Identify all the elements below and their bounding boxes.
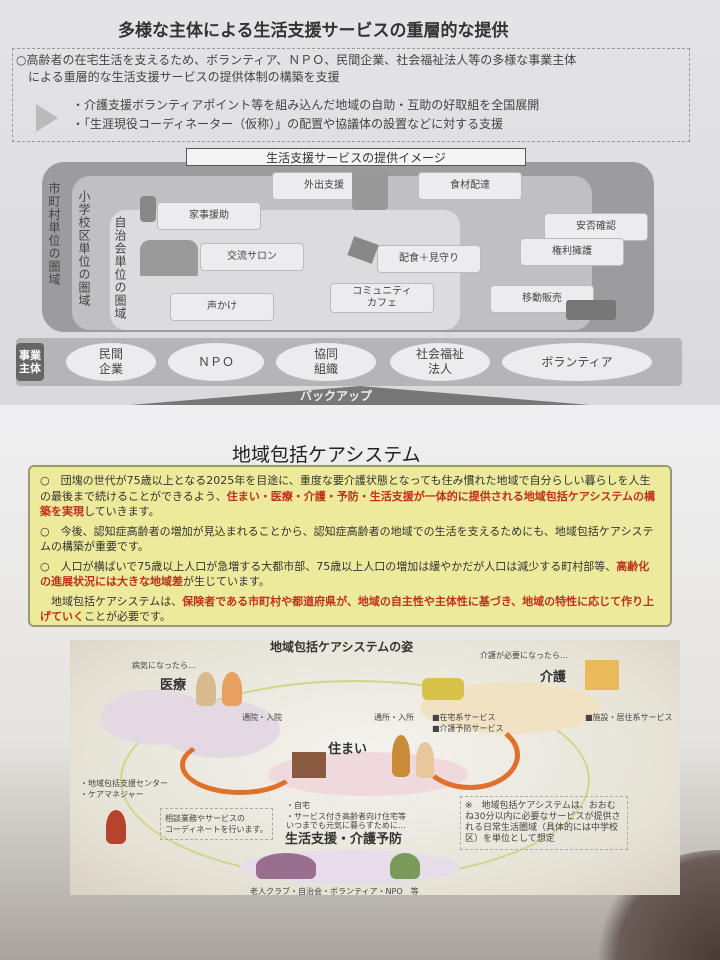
care-manager-illustration-icon bbox=[106, 810, 126, 844]
care-van-icon bbox=[422, 678, 464, 700]
community-people-illustration-icon bbox=[256, 853, 316, 879]
facility-services: ■施設・居住系サービス bbox=[585, 713, 673, 722]
actor-cooperative: 協同 組織 bbox=[276, 343, 376, 381]
backup-arrow bbox=[130, 386, 590, 405]
service-social-salon: 交流サロン bbox=[200, 243, 304, 271]
home-types: ・自宅 ・サービス付き高齢者向け住宅等 bbox=[286, 801, 406, 821]
diagram-title: 地域包括ケアシステムの姿 bbox=[270, 640, 414, 654]
bullet-2: ・「生涯現役コーディネーター（仮称）」の配置や協議体の設置などに対する支援 bbox=[72, 117, 504, 131]
service-rights-advocacy: 権利擁護 bbox=[520, 238, 624, 266]
care-heading: 介護 bbox=[540, 670, 567, 685]
paragraph-1: ○ 団塊の世代が75歳以上となる2025年を目途に、重度な要介護状態となっても住… bbox=[40, 473, 660, 520]
page-title: 多様な主体による生活支援サービスの重層的な提供 bbox=[118, 21, 509, 41]
truck-illustration-icon bbox=[566, 300, 616, 320]
paragraph-4: 地域包括ケアシステムは、保険者である市町村や都道府県が、地域の自主性や主体性に基… bbox=[40, 594, 660, 625]
medical-heading: 医療 bbox=[160, 678, 187, 693]
elderly-illustration-icon bbox=[392, 735, 410, 777]
service-greeting: 声かけ bbox=[170, 293, 274, 321]
actors-label: 事業 主体 bbox=[16, 343, 44, 381]
intro-line-2: による重層的な生活支援サービスの提供体制の構築を支援 bbox=[28, 70, 340, 84]
area-label-neighborhood: 自治会単位の圏域 bbox=[113, 216, 127, 320]
intro-line-1: ○高齢者の在宅生活を支えるため、ボランティア、ＮＰＯ、民間企業、社会福祉法人等の… bbox=[16, 53, 577, 67]
to-facility-label: 通所・入所 bbox=[374, 713, 414, 722]
prevention-heading: 生活支援・介護予防 bbox=[285, 832, 403, 847]
service-community-cafe: コミュニティ カフェ bbox=[330, 283, 434, 313]
actor-private-company: 民間 企業 bbox=[66, 343, 156, 381]
support-center-note: 相談業務やサービスの コーディネートを行います。 bbox=[160, 808, 273, 840]
vacuum-illustration-icon bbox=[140, 196, 156, 222]
prevention-subtitle: いつまでも元気に暮らすために… bbox=[286, 821, 406, 830]
text: ○ 団塊の世代が75歳以上となる2025年を目途に、重度な要介護状態となっても住… bbox=[40, 474, 651, 503]
service-safety-check: 安否確認 bbox=[544, 213, 648, 241]
actor-volunteer: ボランティア bbox=[502, 343, 652, 381]
paragraph-2: ○ 今後、認知症高齢者の増加が見込まれることから、認知症高齢者の地域での生活を支… bbox=[40, 524, 654, 554]
service-meal-watch: 配食＋見守り bbox=[377, 245, 481, 273]
text: 地域包括ケアシステムは、 bbox=[40, 594, 183, 608]
section-title: 地域包括ケアシステム bbox=[232, 444, 421, 466]
paragraph-3: ○ 人口が横ばいで75歳以上人口が急増する大都市部、75歳以上人口の増加は緩やか… bbox=[40, 559, 660, 590]
service-housework: 家事援助 bbox=[157, 202, 261, 230]
support-center-label: ・地域包括支援センター ・ケアマネジャー bbox=[80, 779, 168, 799]
area-label-municipality: 市町村単位の圏域 bbox=[47, 182, 61, 286]
service-food-delivery: 食材配達 bbox=[418, 172, 522, 200]
people-illustration-icon bbox=[140, 240, 198, 276]
highlight: 住まい・医療・介護・予防・生活支援が一体的に提供される地域包括ケアシステムの構築… bbox=[40, 489, 656, 519]
vehicle-illustration-icon bbox=[352, 170, 388, 210]
highlight: 高齢化の進展状況には大きな地域差 bbox=[40, 559, 650, 589]
arrow-right-icon bbox=[36, 104, 58, 132]
arrow-icon bbox=[180, 735, 300, 795]
bullet-1: ・介護支援ボランティアポイント等を組み込んだ地域の自助・互助の好取組を全国展開 bbox=[72, 98, 540, 112]
text: ことが必要です。 bbox=[84, 610, 171, 623]
care-facility-icon bbox=[585, 660, 619, 690]
community-people-illustration-icon bbox=[390, 853, 420, 879]
community-groups: 老人クラブ・自治会・ボランティア・NPO 等 bbox=[250, 887, 419, 896]
image-title: 生活支援サービスの提供イメージ bbox=[186, 148, 526, 166]
care-subtitle: 介護が必要になったら… bbox=[480, 651, 568, 660]
backup-label: バックアップ bbox=[300, 389, 373, 403]
arrow-icon bbox=[420, 720, 520, 790]
highlight: 保険者である市町村や都道府県が、地域の自主性や主体性に基づき、地域の特性に応じて… bbox=[40, 594, 655, 624]
text: ○ 人口が横ばいで75歳以上人口が急増する大都市部、75歳以上人口の増加は緩やか… bbox=[40, 559, 617, 573]
home-heading: 住まい bbox=[328, 742, 368, 757]
medical-subtitle: 病気になったら… bbox=[132, 661, 196, 670]
actor-social-welfare-corp: 社会福祉 法人 bbox=[390, 343, 490, 381]
doctor-illustration-icon bbox=[196, 672, 216, 706]
to-hospital-label: 通院・入院 bbox=[242, 713, 282, 722]
summary-panel: ○ 団塊の世代が75歳以上となる2025年を目途に、重度な要介護状態となっても住… bbox=[28, 465, 672, 627]
text: していきます。 bbox=[84, 505, 160, 518]
nurse-illustration-icon bbox=[222, 672, 242, 706]
area-note: ※ 地域包括ケアシステムは、おおむね30分以内に必要なサービスが提供される日常生… bbox=[460, 796, 628, 850]
area-label-school: 小学校区単位の圏域 bbox=[77, 190, 91, 307]
summary-box bbox=[12, 48, 690, 142]
text: が生じています。 bbox=[183, 575, 270, 588]
actor-npo: ＮＰＯ bbox=[168, 343, 264, 381]
